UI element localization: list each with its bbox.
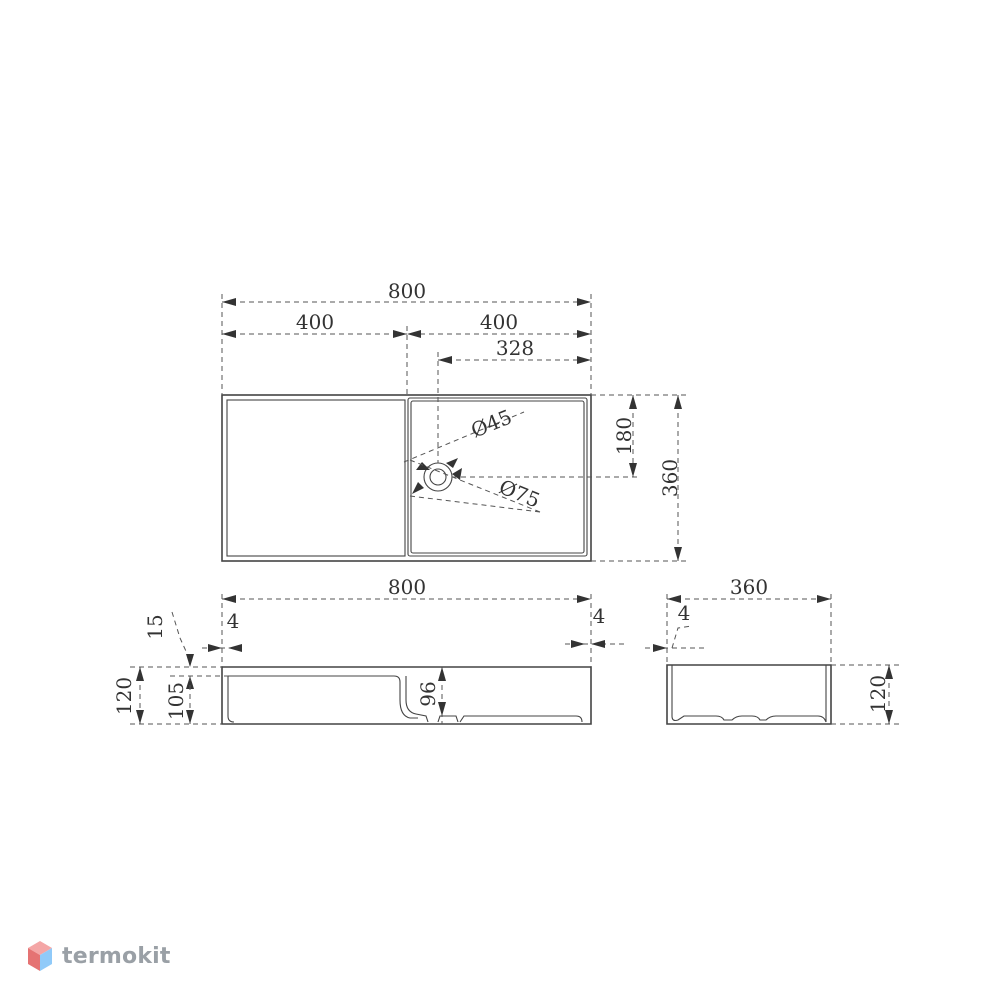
arrow (222, 330, 236, 338)
top-view-basin-inner (410, 400, 585, 554)
top-view-outline (221, 394, 592, 562)
dim-400-right-label: 400 (480, 310, 518, 334)
arrow (208, 644, 222, 652)
arrow (629, 463, 637, 477)
arrow (674, 547, 682, 561)
watermark-brand: termokit (62, 943, 171, 969)
front-view-shelf-wall (227, 676, 235, 723)
dim-180-label: 180 (612, 417, 636, 455)
dim-360-side-label: 360 (730, 575, 768, 599)
arrow (136, 710, 144, 724)
arrow (186, 676, 194, 689)
front-view-shelf-cavity (228, 675, 418, 719)
dim-360-depth-label: 360 (658, 459, 682, 497)
arrow (186, 710, 194, 724)
leader-4-side (671, 625, 693, 649)
arrow (885, 710, 893, 724)
arrow (186, 654, 194, 667)
arrow (393, 330, 407, 338)
arrow (222, 595, 236, 603)
watermark: termokit (26, 936, 171, 976)
arrow (416, 462, 430, 470)
arrow (407, 330, 421, 338)
dim-96-label: 96 (416, 681, 440, 706)
arrow (228, 644, 242, 652)
arrow (577, 298, 591, 306)
dim-d45-label: Ø45 (467, 405, 515, 443)
side-view-inner-profile (671, 665, 827, 723)
arrow (438, 356, 452, 364)
dim-4-left-label: 4 (227, 609, 240, 633)
arrow (667, 595, 681, 603)
termokit-logo-icon (28, 941, 52, 971)
top-view-left-shelf (226, 399, 406, 557)
front-view-outline (221, 666, 592, 725)
top-view: 800 400 400 328 360 180 (221, 279, 686, 562)
arrow (222, 298, 236, 306)
arrow (571, 640, 585, 648)
arrow (674, 395, 682, 409)
front-view-drain-foot (437, 715, 459, 723)
arrow (577, 356, 591, 364)
dim-800-front-label: 800 (388, 575, 426, 599)
arrow (577, 595, 591, 603)
arrow (452, 468, 462, 480)
dim-800-label: 800 (388, 279, 426, 303)
side-view-outline (666, 664, 832, 725)
arrow (438, 702, 446, 716)
front-view-basin-base (459, 715, 583, 723)
dim-105-label: 105 (164, 682, 188, 720)
dim-d75-label: Ø75 (496, 475, 544, 513)
arrow (446, 458, 458, 468)
drain-inner-circle (429, 468, 447, 486)
leader-15 (171, 611, 191, 661)
dim-4-side-label: 4 (678, 601, 691, 625)
arrow (438, 667, 446, 681)
leader-d75 (409, 495, 541, 513)
arrow (577, 330, 591, 338)
arrow (885, 665, 893, 679)
front-view: 800 4 4 15 120 105 96 (112, 575, 625, 725)
arrow (653, 644, 667, 652)
dim-328-label: 328 (496, 336, 534, 360)
leader-d45 (403, 411, 525, 463)
dim-4-right-label: 4 (593, 604, 606, 628)
dim-15-label: 15 (143, 614, 167, 639)
arrow (591, 640, 605, 648)
arrow (629, 395, 637, 409)
arrow (412, 482, 424, 494)
arrow (136, 667, 144, 681)
dim-400-left-label: 400 (296, 310, 334, 334)
front-view-shelf-edge (405, 676, 429, 723)
dim-120-front-label: 120 (112, 677, 136, 715)
dim-120-side-label: 120 (866, 675, 890, 713)
side-view: 360 4 120 (645, 575, 900, 725)
arrow (817, 595, 831, 603)
